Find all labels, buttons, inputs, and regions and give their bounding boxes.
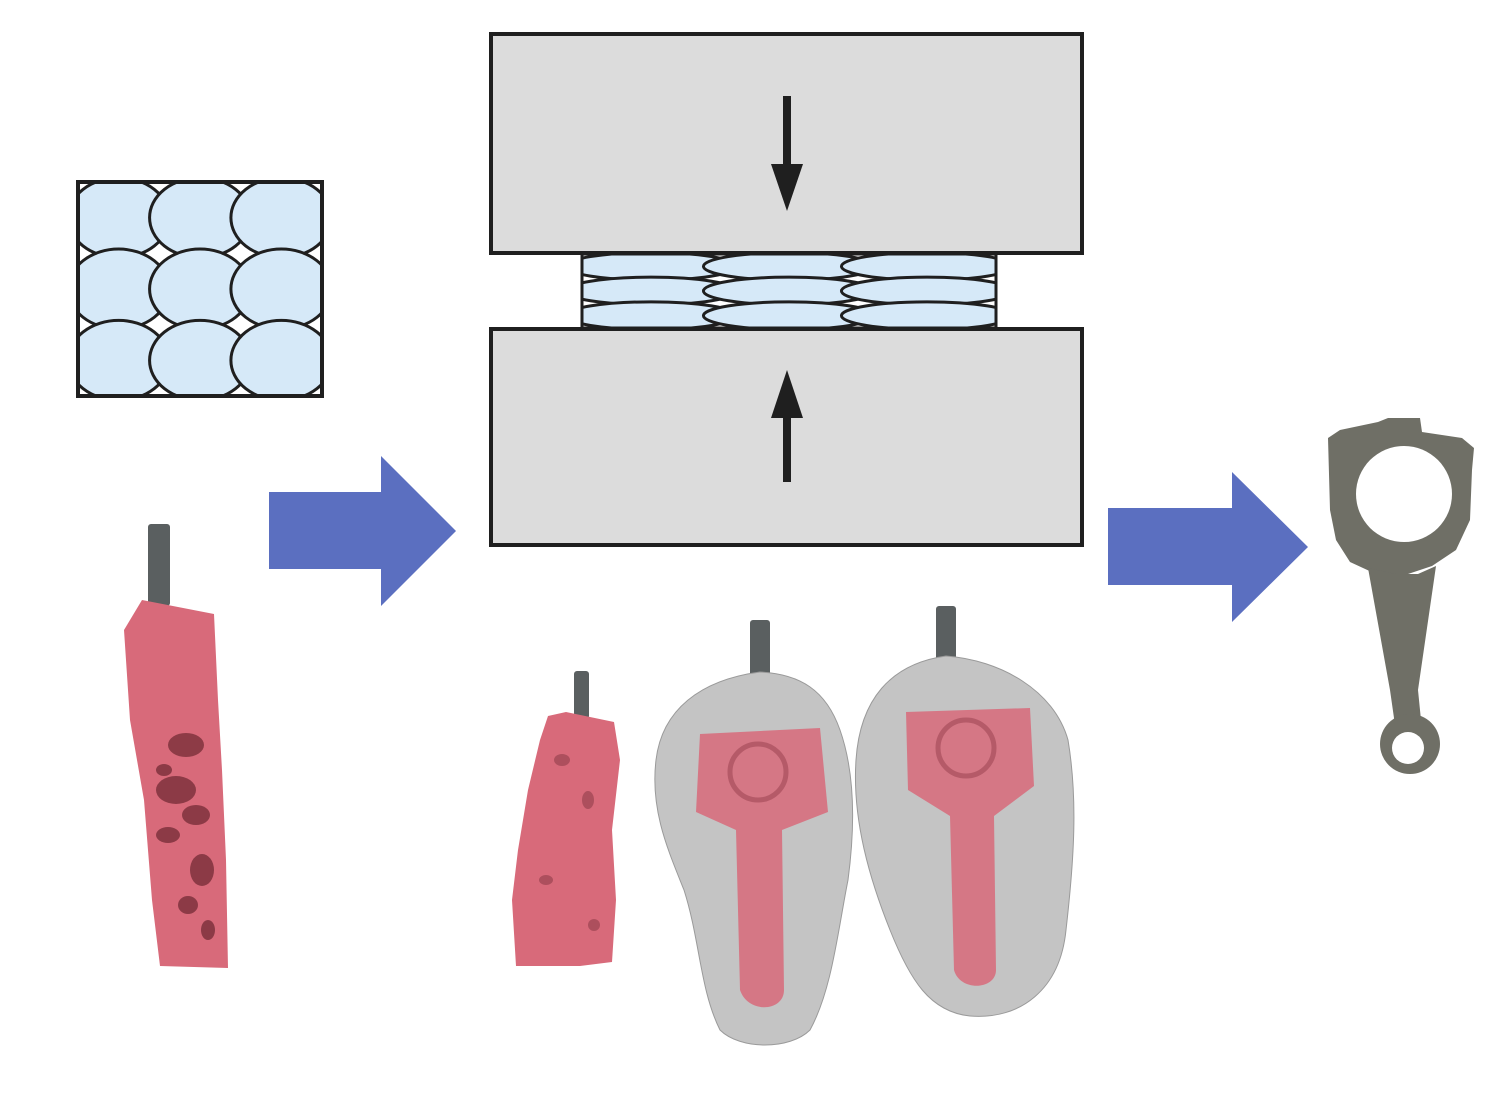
rod-shank <box>1368 566 1436 732</box>
forging-1-part <box>696 728 828 1008</box>
forging-1-stem <box>750 620 770 682</box>
flattened-grain <box>839 300 996 328</box>
flattened-grains <box>582 254 996 328</box>
arrow-up-icon <box>771 370 803 482</box>
billet-stem <box>148 524 170 606</box>
forging-1-big-end <box>727 741 789 803</box>
forging-2-stem <box>936 606 956 662</box>
hot-billet <box>124 524 228 968</box>
preform-scale-marks <box>539 754 600 931</box>
preform-body <box>512 712 620 966</box>
arrow-down-icon <box>771 96 803 211</box>
process-arrow-1 <box>269 456 456 606</box>
grain <box>229 182 322 260</box>
billet-scale-marks <box>156 733 215 940</box>
preform-billet <box>512 671 620 966</box>
forging-2-big-end <box>935 717 997 779</box>
forging-with-flash-2 <box>854 606 1075 1017</box>
connecting-rod <box>1328 418 1474 774</box>
forged-grain-structure <box>580 252 998 330</box>
undeformed-grains <box>78 182 322 396</box>
rod-small-end-bore <box>1392 732 1424 764</box>
grain <box>229 318 322 396</box>
rod-big-end-bore <box>1356 446 1452 542</box>
initial-grain-structure <box>76 180 324 398</box>
preform-stem <box>574 671 589 719</box>
grain <box>229 247 322 331</box>
forging-2-part <box>906 708 1034 986</box>
forging-with-flash-1 <box>654 620 854 1046</box>
process-arrow-2 <box>1108 472 1308 622</box>
die-press <box>489 32 1084 547</box>
